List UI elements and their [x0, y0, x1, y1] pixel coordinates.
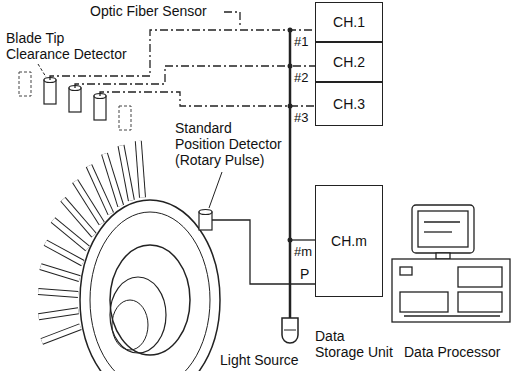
- channel-number: #m: [294, 244, 312, 260]
- signal-name: P: [300, 266, 309, 282]
- junction-dot: [288, 104, 293, 109]
- detector-dashed: [119, 106, 131, 130]
- fiber-line: [75, 66, 315, 88]
- channel-label: CH.3: [333, 96, 365, 112]
- screen-line: [424, 221, 460, 222]
- channel-label: CH.2: [333, 54, 365, 70]
- part-label: Optic Fiber Sensor: [90, 3, 207, 19]
- junction-dot: [288, 64, 293, 69]
- lamp: [282, 318, 298, 343]
- screen-line: [424, 231, 452, 232]
- channel-label: CH.1: [333, 14, 365, 30]
- light-trunk: [289, 30, 292, 318]
- channel-box: CH.m: [315, 185, 383, 297]
- console-line: [404, 315, 500, 316]
- shaft: [110, 277, 166, 353]
- channel-number: #2: [294, 70, 308, 86]
- shaft-end: [112, 300, 148, 350]
- leader-line: [38, 64, 46, 77]
- pulse-line: [212, 220, 315, 284]
- channel-box: CH.1: [315, 2, 383, 42]
- disk-ring: [90, 212, 210, 371]
- junction-dot: [288, 238, 293, 243]
- part-label: Standard Position Detector: [175, 120, 285, 152]
- detector-dashed: [19, 72, 31, 96]
- channel-number: #3: [294, 110, 308, 126]
- junction-dot: [288, 28, 293, 33]
- console-slot: [400, 267, 412, 275]
- computer-drawing: [392, 205, 510, 322]
- detector-body: [69, 88, 81, 112]
- hub: [110, 245, 190, 355]
- monitor-screen: [418, 211, 468, 247]
- part-label: Data Processor: [404, 344, 500, 360]
- channel-label: CH.m: [331, 233, 367, 249]
- part-label: Data Storage Unit: [315, 328, 396, 360]
- part-label: Light Source: [220, 352, 299, 368]
- channel-number: #1: [294, 34, 308, 50]
- console-drawer: [400, 292, 448, 312]
- fiber-line: [290, 239, 315, 240]
- channel-box: CH.3: [315, 82, 383, 126]
- disk-rim: [80, 200, 220, 371]
- fiber-line: [100, 92, 315, 106]
- part-label: Blade Tip Clearance Detector: [6, 30, 130, 62]
- extra-detectors: [19, 72, 131, 130]
- channel-box: CH.2: [315, 42, 383, 82]
- leader-line: [209, 172, 222, 208]
- part-label: (Rotary Pulse): [175, 152, 264, 168]
- console-drawer: [458, 267, 502, 287]
- monitor: [412, 205, 474, 253]
- detector-body: [44, 80, 56, 104]
- leader-line: [224, 12, 240, 28]
- monitor-stand: [436, 253, 450, 259]
- detector-cap: [199, 210, 212, 215]
- lamp-detail: [284, 330, 296, 331]
- junctions: [288, 28, 293, 243]
- console-drawer: [458, 292, 502, 312]
- console: [392, 259, 510, 322]
- detector-body: [94, 96, 106, 120]
- label-group: Standard Position Detector(Rotary Pulse): [175, 120, 285, 168]
